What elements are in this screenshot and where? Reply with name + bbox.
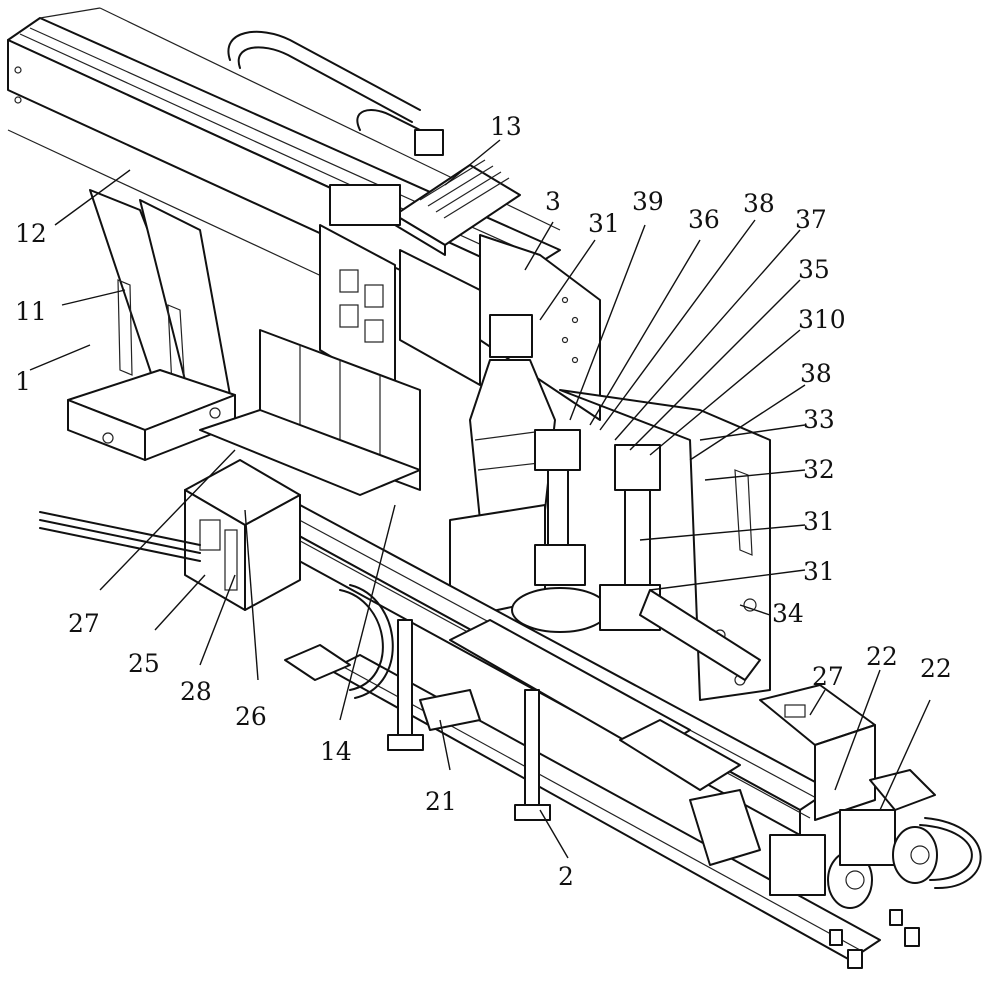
label-2: 2 (558, 862, 574, 891)
label-22-left: 22 (866, 642, 898, 671)
gantry-beam (7, 7, 561, 326)
suction-cone (449, 314, 556, 621)
label-38-mid: 38 (800, 359, 832, 388)
cable-chain (227, 30, 441, 141)
label-1: 1 (15, 367, 31, 396)
label-31-mid: 31 (803, 507, 835, 536)
support-frame (67, 189, 236, 461)
label-28: 28 (180, 677, 212, 706)
conveyor-rail (269, 504, 881, 961)
label-36: 36 (688, 205, 720, 234)
label-12: 12 (15, 219, 47, 248)
label-39: 39 (632, 187, 664, 216)
label-32: 32 (803, 455, 835, 484)
label-310: 310 (798, 305, 846, 334)
label-14: 14 (320, 737, 352, 766)
label-35: 35 (798, 255, 830, 284)
label-33: 33 (803, 405, 835, 434)
label-25: 25 (128, 649, 160, 678)
label-21: 21 (425, 787, 457, 816)
label-34: 34 (772, 599, 804, 628)
label-31-top: 31 (588, 209, 620, 238)
label-31-low: 31 (803, 557, 835, 586)
servo-motors (689, 769, 982, 969)
label-26: 26 (235, 702, 267, 731)
rail-stands (387, 619, 551, 821)
label-38-top: 38 (743, 189, 775, 218)
label-13: 13 (490, 112, 522, 141)
part-labels: 13 3 31 39 36 38 37 35 310 38 33 32 31 3… (15, 112, 952, 891)
carriage (319, 184, 481, 396)
label-27-right: 27 (812, 662, 844, 691)
column-assemblies (511, 429, 761, 681)
label-27-left: 27 (68, 609, 100, 638)
right-station (759, 684, 876, 821)
circuit-board (394, 129, 521, 256)
leader-lines (29, 139, 931, 859)
label-11: 11 (15, 297, 47, 326)
gripper-assembly (199, 329, 421, 496)
label-37: 37 (795, 205, 827, 234)
right-frame (479, 234, 771, 701)
label-3: 3 (545, 187, 561, 216)
label-22-right: 22 (920, 654, 952, 683)
